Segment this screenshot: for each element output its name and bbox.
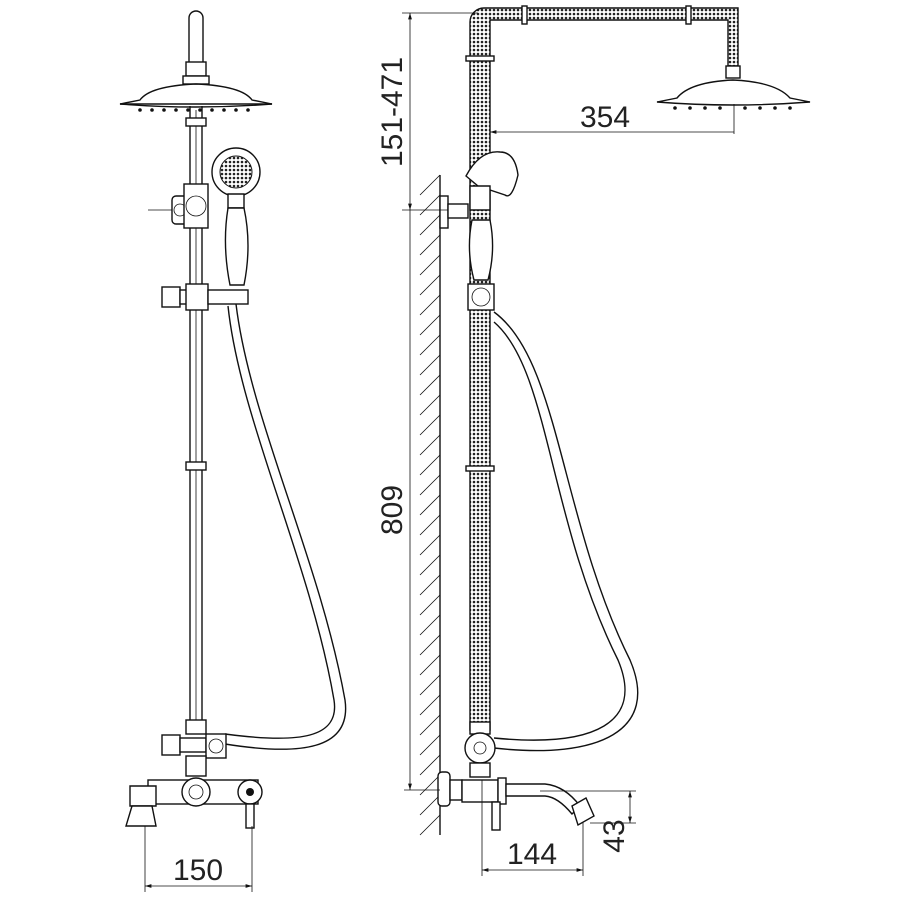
shower-hose [224, 303, 347, 750]
side-overhead-head [656, 65, 811, 134]
side-wall-bracket [439, 151, 519, 229]
shower-column-pipe [465, 5, 739, 731]
wall-hatching [419, 174, 441, 836]
dimension-150-label: 150 [173, 854, 223, 887]
overhead-shower-stem [182, 10, 210, 85]
dimension-144-label: 144 [507, 838, 557, 871]
mixer-width-dimension: 150 [144, 826, 253, 892]
side-bath-mixer [437, 771, 595, 831]
slide-holder [161, 283, 249, 311]
diverter [161, 719, 227, 777]
side-hose [493, 311, 639, 752]
side-hand-shower [467, 219, 495, 311]
dimension-354-label: 354 [580, 101, 630, 134]
hand-shower [211, 147, 261, 286]
dimension-809-label: 809 [376, 485, 409, 535]
spout-dimensions: 144 43 [481, 780, 636, 876]
overhead-shower-head [119, 83, 273, 112]
arm-projection-dimension: 354 [490, 101, 734, 134]
dimension-151-471-label: 151-471 [376, 57, 409, 167]
side-view: 354 [376, 5, 811, 876]
bath-mixer [125, 777, 263, 829]
side-diverter [464, 721, 496, 778]
dimension-43-label: 43 [598, 819, 631, 852]
wall-bracket [148, 183, 209, 229]
height-dimension: 151-471 809 [376, 12, 478, 791]
front-view: 150 [119, 10, 347, 892]
